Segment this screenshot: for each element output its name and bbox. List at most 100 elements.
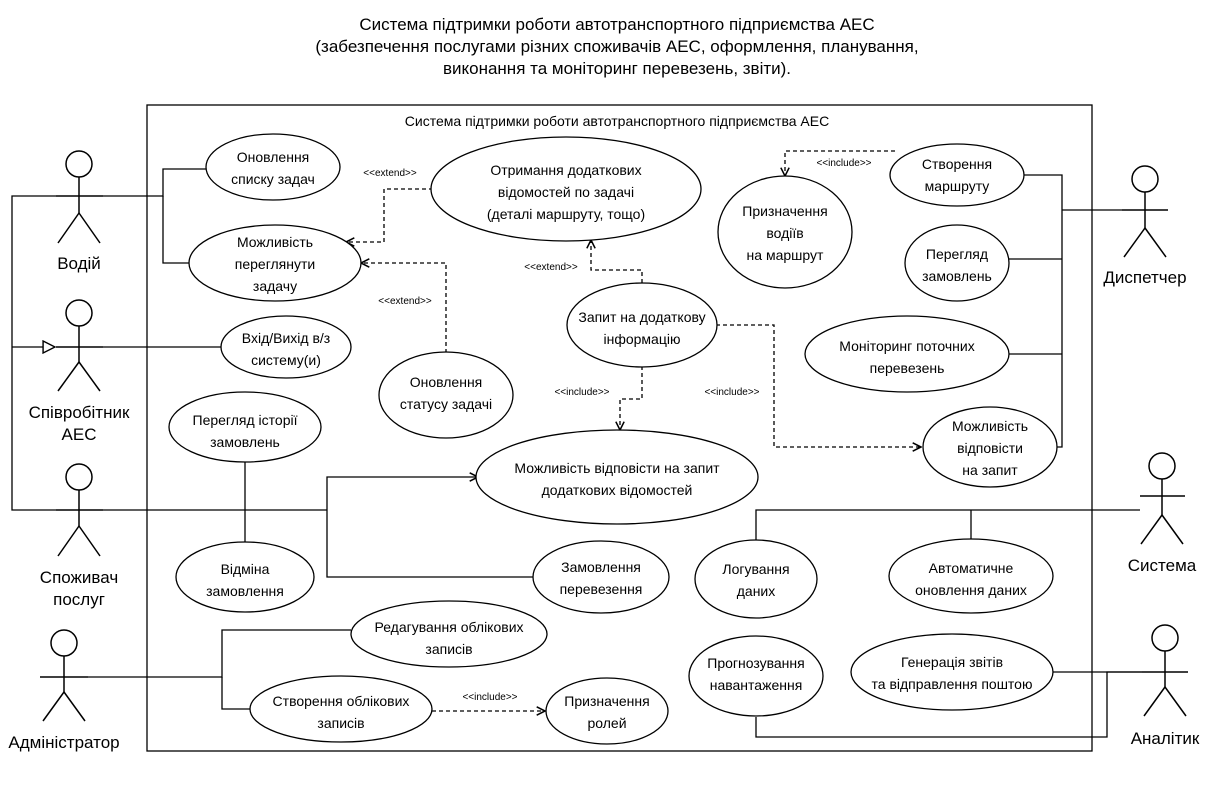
include-label: <<include>> [554, 387, 609, 398]
use-case-auto-data-update[interactable]: Автоматичне оновлення даних [888, 538, 1054, 614]
use-case-login-logout[interactable]: Вхід/Вихід в/з систему(и) [220, 315, 352, 379]
stick-figure-icon [1122, 165, 1168, 258]
use-case-create-route[interactable]: Створення маршруту [889, 143, 1025, 207]
actor-employee[interactable]: Співробітник АЕС [29, 299, 130, 444]
use-case-label: Запит на додаткову [578, 309, 705, 325]
use-case-label: замовлень [922, 268, 992, 284]
use-case-label: Призначення [564, 693, 649, 709]
use-case-request-extra-info[interactable]: Запит на додаткову інформацію [566, 282, 718, 368]
actor-consumer[interactable]: Споживач послуг [40, 463, 118, 609]
use-case-label: замовлень [210, 434, 280, 450]
association-line [88, 629, 351, 678]
use-case-report-generation[interactable]: Генерація звітів та відправлення поштою [850, 633, 1054, 711]
use-case-label: систему(и) [251, 352, 321, 368]
use-case-get-extra-info[interactable]: Отримання додаткових відомостей по задач… [430, 136, 702, 242]
use-case-label: замовлення [206, 583, 284, 599]
actor-label: Аналітик [1131, 729, 1200, 748]
include-label: <<include>> [816, 158, 871, 169]
association-arrow [326, 477, 478, 510]
use-case-create-accounts[interactable]: Створення облікових записів [249, 675, 433, 743]
actor-administrator[interactable]: Адміністратор [8, 629, 120, 752]
use-case-assign-drivers[interactable]: Призначення водіїв на маршрут [717, 175, 853, 289]
include-arrow [785, 150, 895, 176]
extend-label: <<extend>> [378, 296, 432, 307]
actor-dispatcher[interactable]: Диспетчер [1103, 165, 1187, 287]
extend-label: <<extend>> [524, 262, 578, 273]
diagram-title: Система підтримки роботи автотранспортно… [315, 15, 918, 78]
use-case-data-logging[interactable]: Логування даних [694, 539, 818, 619]
extend-arrow [591, 240, 643, 283]
include-arrow [620, 366, 643, 430]
use-case-label: списку задач [231, 171, 315, 187]
use-case-label: Створення облікових [273, 693, 410, 709]
stick-figure-icon [56, 150, 103, 244]
use-case-order-transport[interactable]: Замовлення перевезення [532, 540, 670, 614]
title-line: Система підтримки роботи автотранспортно… [359, 15, 874, 34]
include-arrow [716, 324, 921, 447]
use-case-label: Призначення [742, 203, 827, 219]
actor-system[interactable]: Система [1128, 452, 1197, 575]
use-case-update-task-list[interactable]: Оновлення списку задач [205, 133, 341, 201]
use-case-label: Генерація звітів [901, 654, 1003, 670]
use-case-label: переглянути [235, 256, 315, 272]
generalization-line [11, 195, 56, 511]
use-case-order-history[interactable]: Перегляд історії замовлень [168, 391, 322, 463]
use-case-label: записів [425, 641, 472, 657]
use-case-label: відповісти [957, 440, 1023, 456]
association-line [755, 509, 1140, 541]
use-case-update-task-status[interactable]: Оновлення статусу задачі [378, 351, 514, 439]
dependencies [346, 150, 921, 711]
include-label: <<include>> [704, 387, 759, 398]
use-case-label: Відміна [221, 561, 270, 577]
use-case-label: Автоматичне [929, 560, 1014, 576]
use-case-cancel-order[interactable]: Відміна замовлення [175, 541, 315, 613]
use-case-label: навантаження [710, 677, 803, 693]
system-boundary-label: Система підтримки роботи автотранспортно… [405, 113, 829, 129]
use-case-label: Оновлення [237, 149, 310, 165]
actor-label: Адміністратор [8, 733, 119, 752]
use-case-label: даних [737, 583, 776, 599]
actor-label: Диспетчер [1103, 268, 1186, 287]
stick-figure-icon [1140, 452, 1185, 545]
use-case-label: Можливість [237, 234, 313, 250]
use-case-label: Перегляд історії [193, 412, 298, 428]
stick-figure-icon [56, 463, 103, 557]
use-case-label: (деталі маршруту, тощо) [487, 206, 645, 222]
title-line: (забезпечення послугами різних споживачі… [315, 37, 918, 56]
use-case-edit-accounts[interactable]: Редагування облікових записів [350, 600, 548, 668]
actor-analyst[interactable]: Аналітик [1131, 624, 1200, 748]
use-case-label: Можливість [952, 418, 1028, 434]
use-case-assign-roles[interactable]: Призначення ролей [545, 677, 669, 745]
use-case-label: інформацію [604, 331, 681, 347]
use-case-label: Моніторинг поточних [839, 338, 974, 354]
use-case-reply-info-request[interactable]: Можливість відповісти на запит додаткови… [475, 429, 759, 525]
association-line [326, 510, 533, 578]
use-case-view-orders[interactable]: Перегляд замовлень [904, 224, 1010, 302]
association-line [1020, 174, 1063, 448]
use-case-label: додаткових відомостей [542, 482, 693, 498]
use-case-label: маршруту [925, 178, 990, 194]
use-case-label: на маршрут [747, 247, 824, 263]
use-case-load-forecast[interactable]: Прогнозування навантаження [688, 635, 824, 717]
extend-arrow [361, 263, 447, 353]
use-case-label: задачу [253, 278, 297, 294]
title-line: виконання та моніторинг перевезень, звіт… [443, 59, 791, 78]
actor-driver[interactable]: Водій [56, 150, 103, 273]
association-line [162, 196, 190, 264]
stick-figure-icon [56, 299, 103, 392]
association-line [221, 677, 250, 710]
extend-label: <<extend>> [363, 168, 417, 179]
actor-label: Водій [57, 254, 101, 273]
use-case-monitor-transport[interactable]: Моніторинг поточних перевезень [804, 315, 1010, 393]
use-case-label: Замовлення [561, 559, 641, 575]
extend-arrow [346, 188, 433, 242]
use-case-label: Перегляд [926, 246, 988, 262]
use-case-label: Оновлення [410, 374, 483, 390]
include-label: <<include>> [462, 692, 517, 703]
use-case-label: перевезень [870, 360, 945, 376]
stick-figure-icon [1142, 624, 1188, 717]
use-case-label: Прогнозування [707, 655, 804, 671]
use-case-reply-request[interactable]: Можливість відповісти на запит [922, 406, 1058, 488]
use-case-view-task[interactable]: Можливість переглянути задачу [188, 224, 362, 302]
